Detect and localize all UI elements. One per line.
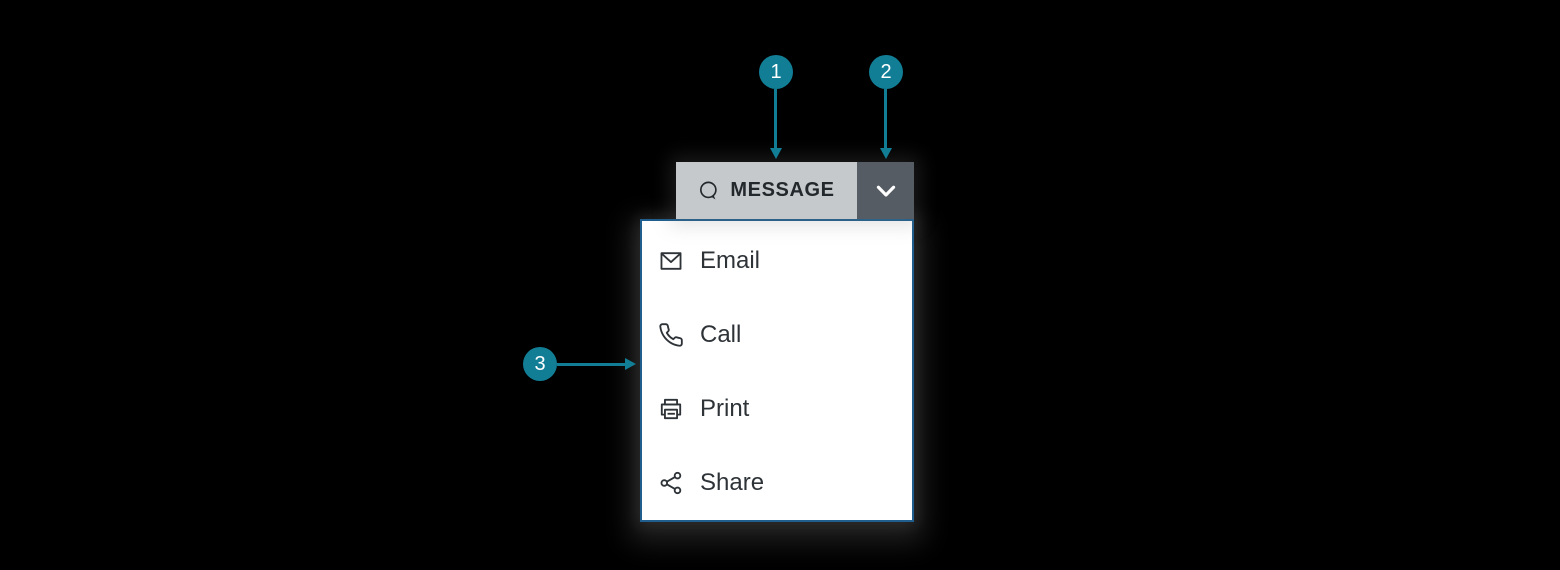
speech-bubble-icon (698, 180, 720, 202)
dropdown-menu: Email Call Print (640, 219, 914, 522)
callout-badge-3: 3 (523, 347, 557, 381)
menu-item-label: Share (700, 469, 765, 496)
message-split-button: MESSAGE (676, 162, 914, 219)
callout-arrow-3-head (625, 358, 636, 370)
callout-badge-1: 1 (759, 55, 793, 89)
callout-badge-2: 2 (869, 55, 903, 89)
menu-item-label: Print (700, 395, 750, 422)
menu-item-label: Call (700, 321, 742, 348)
printer-icon (658, 396, 684, 422)
menu-item-label: Email (700, 247, 761, 274)
menu-item-share[interactable]: Share (642, 446, 912, 520)
phone-icon (658, 322, 684, 348)
dropdown-toggle-button[interactable] (857, 162, 914, 219)
email-envelope-icon (658, 248, 684, 274)
share-icon (658, 470, 684, 496)
menu-item-print[interactable]: Print (642, 372, 912, 446)
chevron-down-icon (872, 177, 900, 205)
callout-arrow-2-head (880, 148, 892, 159)
callout-arrow-1-line (774, 89, 777, 148)
callout-arrow-1-head (770, 148, 782, 159)
message-button-label: MESSAGE (730, 179, 835, 201)
menu-item-call[interactable]: Call (642, 298, 912, 372)
message-button[interactable]: MESSAGE (676, 162, 857, 219)
menu-item-email[interactable]: Email (642, 224, 912, 298)
callout-arrow-3-line (557, 363, 625, 366)
callout-arrow-2-line (884, 89, 887, 148)
